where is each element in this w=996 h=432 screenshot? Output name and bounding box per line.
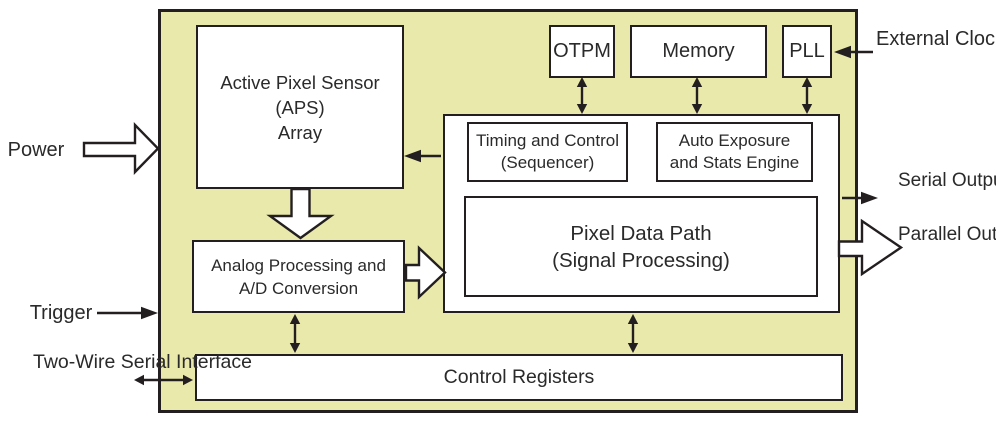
block-label: Array: [277, 121, 323, 143]
label-line: Serial: [120, 351, 171, 373]
trigger-arrow: [97, 306, 158, 320]
block-label: (Signal Processing): [552, 248, 730, 272]
block-analog-processing: Analog Processing and A/D Conversion: [192, 240, 405, 313]
block-label: A/D Conversion: [238, 278, 359, 298]
label-line: Parallel: [898, 224, 962, 245]
block-pixel-data-path: Pixel Data Path (Signal Processing): [464, 196, 818, 297]
block-label: (Sequencer): [500, 153, 595, 172]
external-clock-label: External Clock: [876, 26, 996, 52]
block-label: (APS): [275, 96, 325, 118]
serial-output-label: Serial Output: [898, 167, 996, 194]
block-active-pixel-sensor-array: Active Pixel Sensor (APS) Array: [196, 25, 404, 189]
label-line: Serial: [898, 170, 947, 191]
block-label: Timing and Control: [476, 131, 619, 150]
label-line: Interface: [176, 351, 252, 373]
label-line: Two-Wire: [33, 351, 116, 373]
block-label: Active Pixel Sensor: [220, 71, 380, 93]
block-timing-and-control: Timing and Control (Sequencer): [467, 122, 628, 182]
block-label: Memory: [662, 40, 735, 62]
label-line: External: [876, 28, 950, 50]
block-label: Control Registers: [443, 366, 595, 388]
block-otpm: OTPM: [549, 25, 615, 78]
block-auto-exposure: Auto Exposure and Stats Engine: [656, 122, 813, 182]
label-line: Output: [951, 170, 996, 191]
block-label: and Stats Engine: [669, 153, 800, 172]
block-control-registers: Control Registers: [195, 354, 843, 401]
parallel-output-label: Parallel Output: [898, 221, 996, 248]
block-label: PLL: [789, 40, 825, 62]
block-label: Analog Processing and: [211, 255, 386, 275]
block-label: OTPM: [553, 40, 611, 62]
power-input-arrow: [82, 122, 160, 175]
trigger-label: Trigger: [29, 302, 93, 324]
block-pll: PLL: [782, 25, 832, 78]
block-label: Pixel Data Path: [570, 221, 712, 245]
two-wire-serial-interface-label: Two-Wire Serial Interface: [33, 350, 252, 375]
label-line: Output: [966, 224, 996, 245]
block-memory: Memory: [630, 25, 767, 78]
block-label: Auto Exposure: [678, 131, 791, 150]
label-line: Clock: [954, 28, 996, 50]
power-label: Power: [7, 139, 65, 161]
